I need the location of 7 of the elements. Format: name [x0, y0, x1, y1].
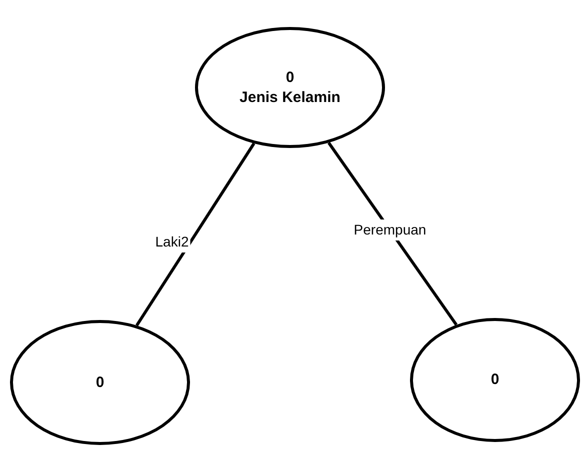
node-text: 0 [490, 370, 500, 390]
node-text: 0 [286, 68, 294, 88]
node-text: 0 [96, 372, 104, 392]
edge-label: Perempuan [352, 220, 428, 240]
connector-line [328, 142, 458, 326]
node-text: Jenis Kelamin [240, 88, 340, 108]
connector-line [135, 142, 256, 326]
